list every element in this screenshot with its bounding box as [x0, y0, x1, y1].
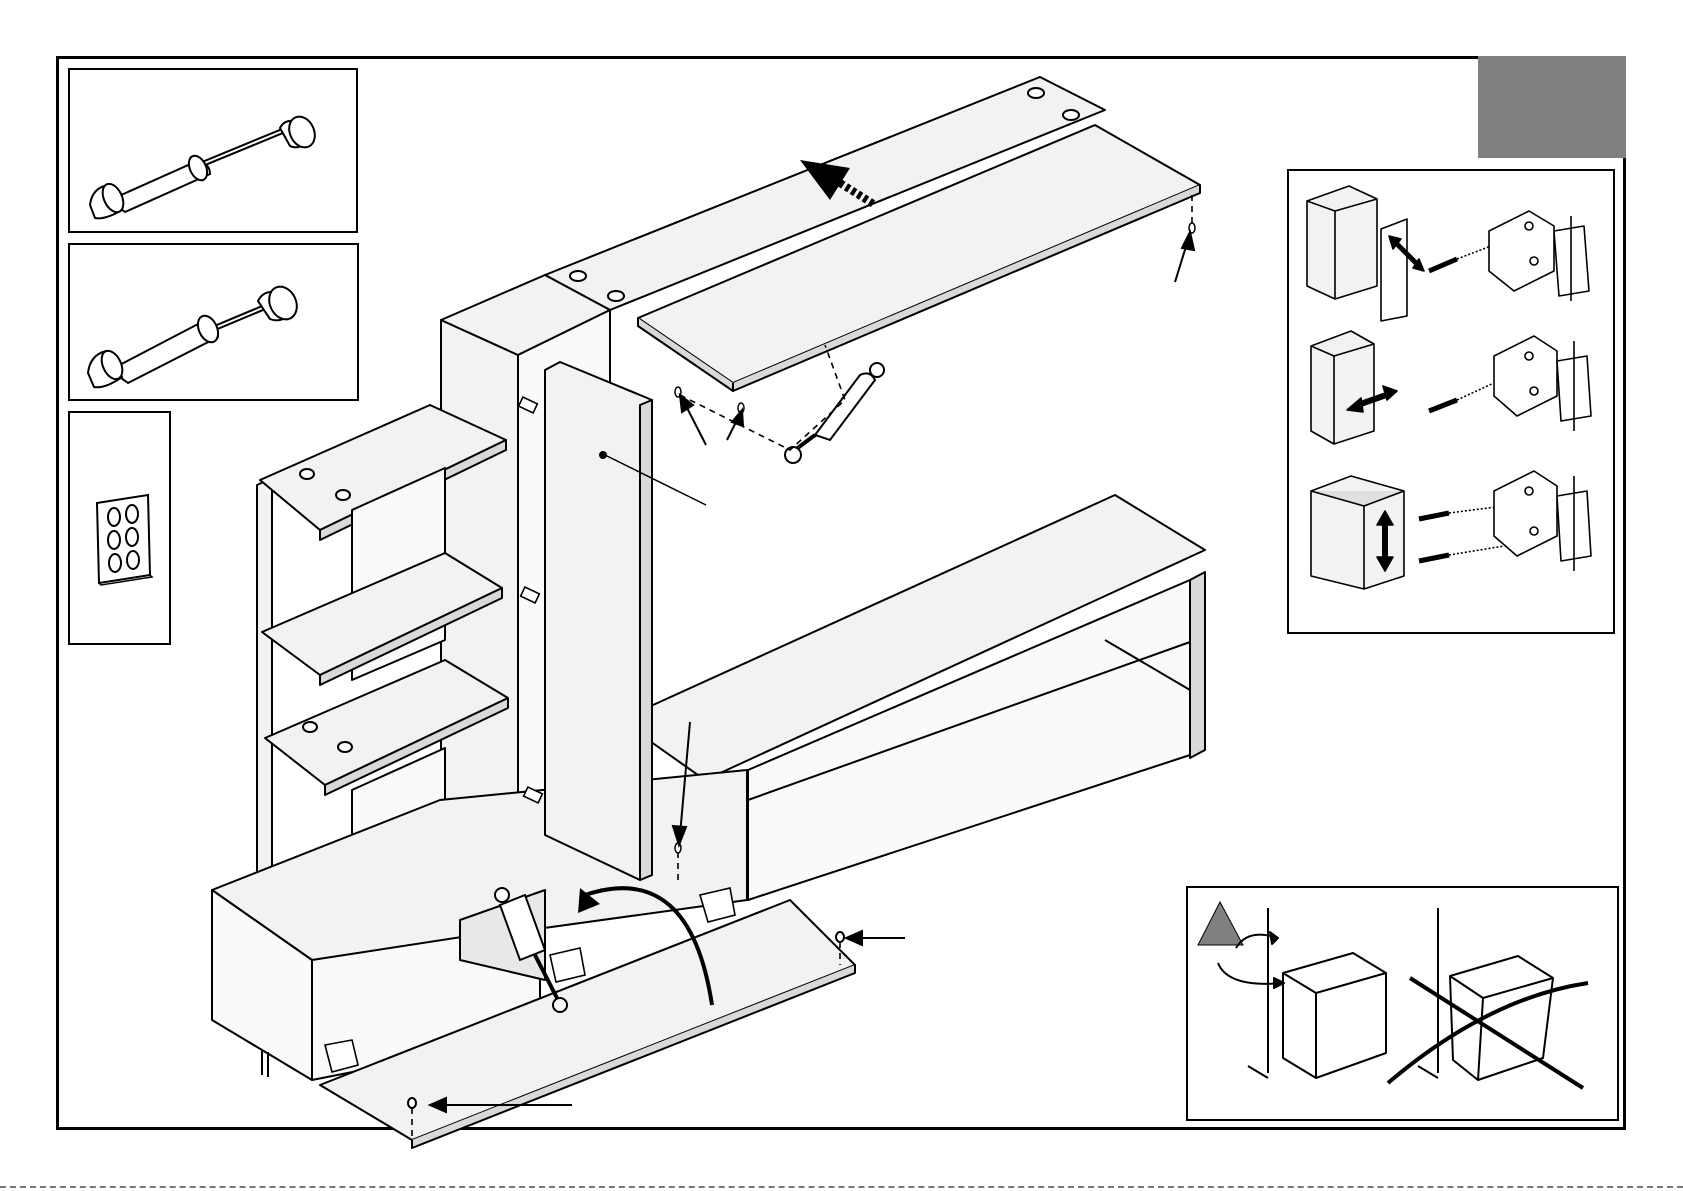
warning-alignment-panel: [1186, 886, 1619, 1121]
page-edge-dashes: [0, 1186, 1683, 1188]
hinge-adjust-depth: [1307, 186, 1589, 321]
cabinet-skewed-crossed-out: [1388, 908, 1588, 1088]
left-shelf-side: [257, 478, 272, 887]
warning-triangle-icon: [1198, 902, 1243, 945]
cabinet-aligned-to-wall: [1218, 908, 1386, 1078]
tall-door-panel: [545, 362, 652, 880]
hinge-adjust-height: [1311, 471, 1591, 589]
hinge-adjust-side: [1311, 331, 1591, 444]
hinge-adjustment-panel: [1287, 169, 1615, 634]
